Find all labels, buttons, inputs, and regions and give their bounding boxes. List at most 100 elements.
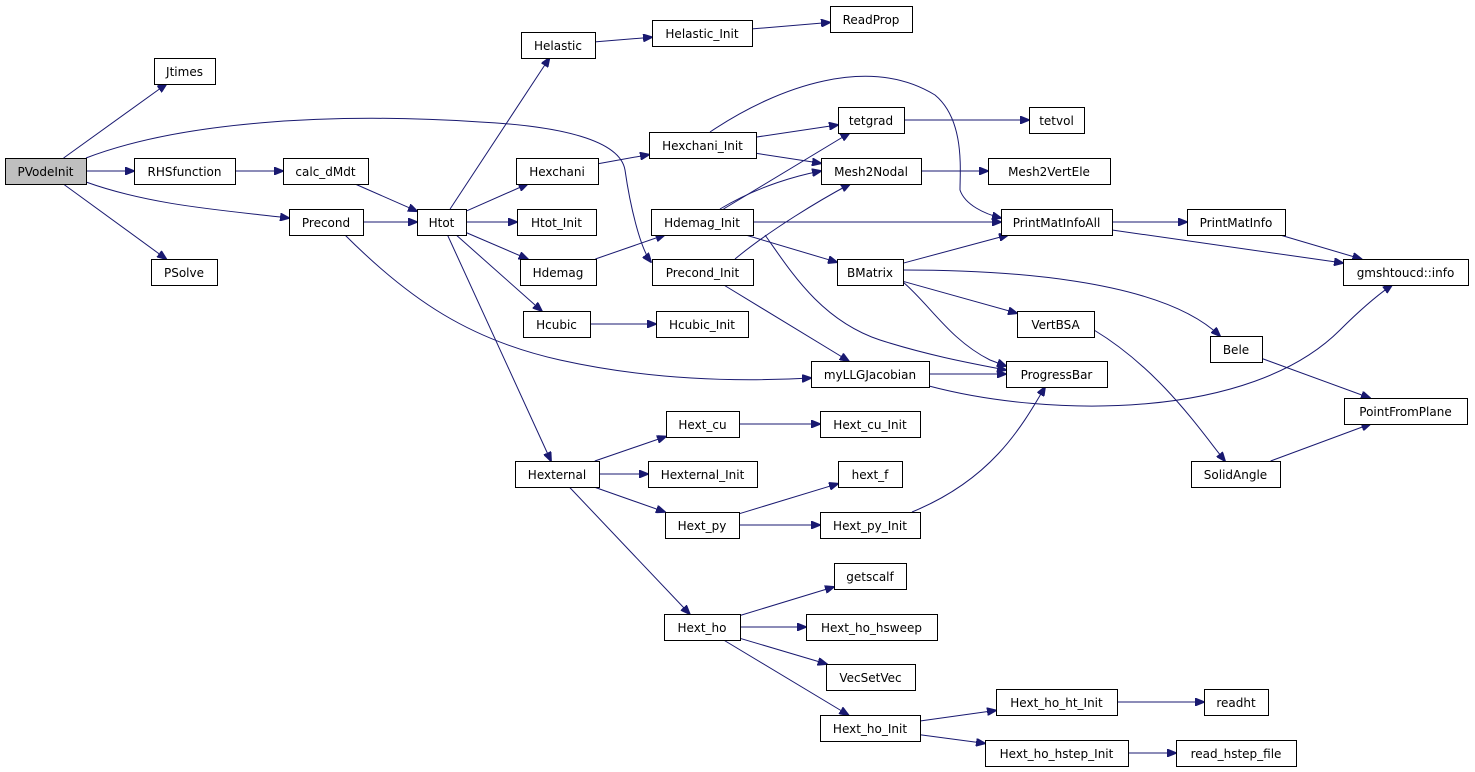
node-label: Hdemag_Init [664,216,740,230]
node-box [834,563,907,590]
node-htot[interactable]: Htot [417,209,467,236]
node-label: Hext_cu_Init [833,418,907,432]
node-box [996,689,1118,716]
node-box [821,158,922,185]
edge-htot-to-hdemag [465,232,528,260]
node-helastic-init[interactable]: Helastic_Init [652,20,753,47]
node-psolve[interactable]: PSolve [151,259,218,286]
node-box [289,209,364,236]
node-label: gmshtoucd::info [1357,266,1455,280]
edge-myllgjacobian-to-gmshtoucd-info [928,285,1392,407]
node-box [648,461,758,488]
node-label: Helastic_Init [665,27,738,41]
node-hext-f[interactable]: hext_f [838,461,903,488]
node-hdemag-init[interactable]: Hdemag_Init [651,209,754,236]
node-mesh2vertele[interactable]: Mesh2VertEle [988,158,1111,185]
node-hexchani-init[interactable]: Hexchani_Init [649,132,757,159]
node-mesh2nodal[interactable]: Mesh2Nodal [821,158,922,185]
node-label: Bele [1223,343,1249,357]
node-pointfromplane[interactable]: PointFromPlane [1344,398,1468,425]
node-hext-cu-init[interactable]: Hext_cu_Init [820,411,921,438]
node-hext-py-init[interactable]: Hext_py_Init [820,512,921,539]
node-printmatinfo[interactable]: PrintMatInfo [1187,209,1286,236]
node-hcubic[interactable]: Hcubic [523,311,591,338]
node-hext-ho-hsweep[interactable]: Hext_ho_hsweep [806,614,938,641]
edge-pvodeinit-to-jtimes [63,84,167,159]
edge-hexternal-to-hext-py [593,486,665,512]
node-hexternal[interactable]: Hexternal [515,461,600,488]
node-box [1017,311,1095,338]
node-hexchani[interactable]: Hexchani [516,158,599,185]
node-box [837,259,904,286]
node-pvodeinit[interactable]: PVodeInit [5,158,87,185]
node-vecsetvec[interactable]: VecSetVec [826,664,916,691]
node-box [134,158,236,185]
node-hexternal-init[interactable]: Hexternal_Init [648,461,758,488]
node-label: PSolve [164,266,204,280]
edge-printmatinfo-to-gmshtoucd-info [1279,234,1361,259]
node-hdemag[interactable]: Hdemag [520,259,597,286]
node-tetvol[interactable]: tetvol [1029,107,1085,134]
node-hext-cu[interactable]: Hext_cu [666,411,740,438]
node-box [649,132,757,159]
node-hext-ho-hstep-init[interactable]: Hext_ho_hstep_Init [985,740,1129,767]
edge-pvodeinit-to-precond-init [85,117,651,262]
edge-bele-to-pointfromplane [1261,358,1370,399]
node-label: Hdemag [533,266,584,280]
edges-layer [63,22,1392,753]
node-box [988,158,1111,185]
node-helastic[interactable]: Helastic [521,32,596,59]
edge-hext-ho-to-hext-ho-init [723,639,849,715]
node-box [830,6,913,33]
node-precond[interactable]: Precond [289,209,364,236]
node-hext-ho[interactable]: Hext_ho [664,614,741,641]
node-rhsfunction[interactable]: RHSfunction [134,158,236,185]
node-label: Hext_ho_hstep_Init [1000,747,1114,761]
node-bele[interactable]: Bele [1210,336,1263,363]
edge-pvodeinit-to-psolve [63,183,166,259]
edge-hext-py-to-hext-f [738,484,838,515]
edge-hext-ho-to-getscalf [739,587,834,616]
node-label: getscalf [846,570,894,584]
node-vertbsa[interactable]: VertBSA [1017,311,1095,338]
node-label: myLLGJacobian [824,368,916,382]
node-hext-ho-init[interactable]: Hext_ho_Init [820,715,921,742]
node-label: VertBSA [1031,318,1080,332]
node-label: hext_f [852,468,890,482]
node-box [520,259,597,286]
node-label: tetgrad [849,114,893,128]
node-calc-dmdt[interactable]: calc_dMdt [283,158,369,185]
node-tetgrad[interactable]: tetgrad [838,107,905,134]
edge-htot-to-hexchani [465,184,528,212]
node-box [1210,336,1263,363]
node-readht[interactable]: readht [1204,689,1269,716]
node-bmatrix[interactable]: BMatrix [837,259,904,286]
node-box [664,614,741,641]
node-hext-ho-ht-init[interactable]: Hext_ho_ht_Init [996,689,1118,716]
node-label: VecSetVec [839,671,901,685]
edge-bmatrix-to-bele [902,269,1220,336]
node-precond-init[interactable]: Precond_Init [652,259,754,286]
edge-hext-ho-init-to-hext-ho-hstep-init [919,734,985,744]
node-read-hstep-file[interactable]: read_hstep_file [1176,740,1297,767]
node-progressbar[interactable]: ProgressBar [1006,361,1108,388]
node-box [652,20,753,47]
node-gmshtoucd-info[interactable]: gmshtoucd::info [1343,259,1469,286]
node-printmatinfoall[interactable]: PrintMatInfoAll [1001,209,1113,236]
node-box [838,461,903,488]
node-myllgjacobian[interactable]: myLLGJacobian [811,361,930,388]
node-getscalf[interactable]: getscalf [834,563,907,590]
node-hcubic-init[interactable]: Hcubic_Init [656,311,749,338]
node-solidangle[interactable]: SolidAngle [1191,461,1281,488]
node-htot-init[interactable]: Htot_Init [517,209,597,236]
node-jtimes[interactable]: Jtimes [154,58,216,85]
node-hext-py[interactable]: Hext_py [665,512,740,539]
node-readprop[interactable]: ReadProp [830,6,913,33]
edge-bmatrix-to-vertbsa [902,280,1017,313]
node-box [1204,689,1269,716]
node-box [820,512,921,539]
node-label: Hexchani [529,165,585,179]
node-box [417,209,467,236]
node-label: Hext_ho_Init [833,722,907,736]
edge-hexchani-to-hexchani-init [597,155,649,165]
